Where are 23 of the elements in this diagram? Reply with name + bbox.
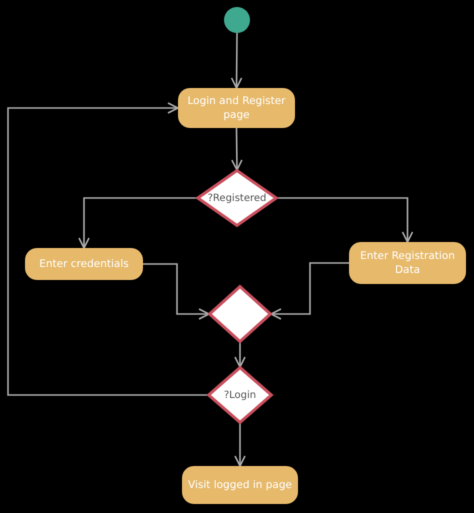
- decision-label: ?Registered: [208, 192, 266, 204]
- activity-label: Enter credentials: [39, 256, 129, 272]
- start-node: [224, 7, 250, 33]
- arrow: [143, 263, 210, 320]
- activity-label: Enter Registration Data: [359, 248, 456, 278]
- activity-box: [182, 466, 298, 504]
- decision-diamond: [197, 170, 277, 226]
- decision-diamond: [208, 367, 272, 423]
- arrow: [230, 33, 242, 89]
- arrow: [7, 102, 208, 396]
- decision-diamond: [209, 286, 271, 342]
- arrow: [78, 197, 197, 249]
- arrow: [277, 197, 414, 243]
- activity-box: [349, 242, 466, 284]
- activity-box: [178, 88, 295, 128]
- arrow: [234, 342, 246, 368]
- arrow: [270, 262, 349, 320]
- activity-label: Login and Register page: [186, 94, 286, 122]
- decision-label: ?Login: [224, 390, 256, 400]
- arrow: [234, 423, 246, 467]
- activity-label: Visit logged in page: [188, 478, 292, 492]
- arrow: [231, 128, 243, 171]
- activity-box: [25, 248, 143, 280]
